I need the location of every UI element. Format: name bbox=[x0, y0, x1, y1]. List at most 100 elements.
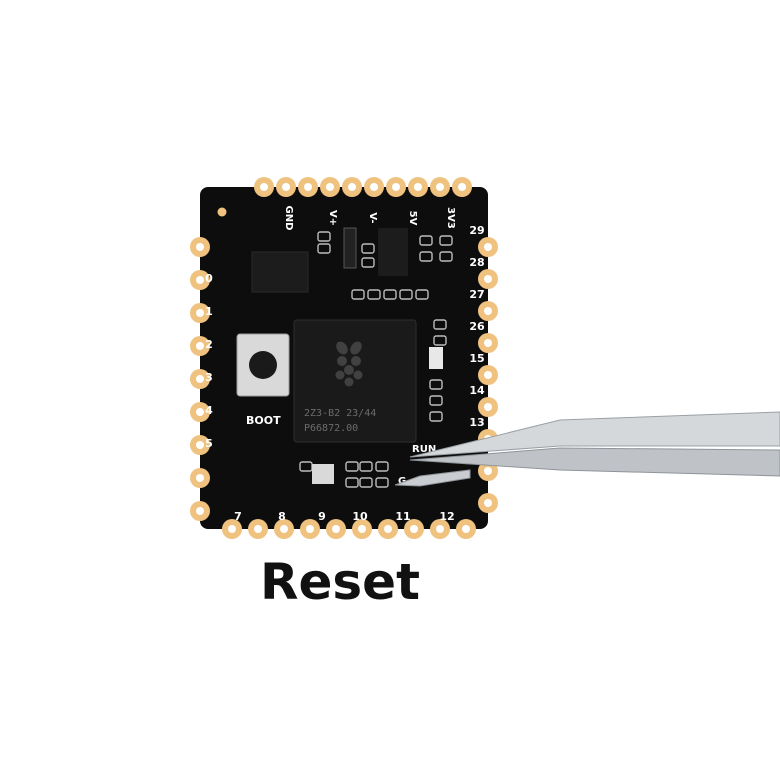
component bbox=[378, 228, 408, 276]
pin-label: V+ bbox=[327, 210, 338, 226]
passive-component bbox=[367, 289, 381, 300]
pin-hole bbox=[484, 499, 492, 507]
pin-hole bbox=[196, 276, 204, 284]
passive-component bbox=[351, 289, 365, 300]
caption: Reset bbox=[260, 553, 420, 611]
pin-label: 29 bbox=[469, 224, 484, 237]
pin-label: 11 bbox=[395, 510, 410, 523]
pin-hole bbox=[484, 339, 492, 347]
pin-hole bbox=[260, 183, 268, 191]
pin-hole bbox=[196, 309, 204, 317]
pin-label: 15 bbox=[469, 352, 484, 365]
passive-component bbox=[359, 477, 373, 488]
passive-component bbox=[345, 477, 359, 488]
pin-hole bbox=[484, 403, 492, 411]
pin-hole bbox=[436, 525, 444, 533]
run-label: RUN bbox=[412, 444, 436, 455]
g-label: G bbox=[398, 476, 406, 487]
passive-component bbox=[375, 477, 389, 488]
pin-hole bbox=[196, 408, 204, 416]
main-chip bbox=[293, 319, 417, 443]
pin-hole bbox=[326, 183, 334, 191]
pin-label: 28 bbox=[469, 256, 484, 269]
passive-component bbox=[419, 235, 433, 246]
passive-component bbox=[375, 461, 389, 472]
pin-label: 0 bbox=[205, 272, 213, 285]
pin-hole bbox=[348, 183, 356, 191]
pin-hole bbox=[196, 375, 204, 383]
pin-hole bbox=[392, 183, 400, 191]
chip-text-line-1: 2Z3-B2 23/44 bbox=[304, 408, 376, 419]
passive-component bbox=[415, 289, 429, 300]
pin-label: 12 bbox=[439, 510, 454, 523]
passive-component bbox=[317, 243, 331, 254]
pin-hole bbox=[370, 183, 378, 191]
passive-component bbox=[433, 335, 447, 346]
passive-component bbox=[383, 289, 397, 300]
passive-component bbox=[359, 461, 373, 472]
pin-label: 13 bbox=[469, 416, 484, 429]
passive-component bbox=[345, 461, 359, 472]
pin-hole bbox=[484, 371, 492, 379]
pin-hole bbox=[484, 275, 492, 283]
pin-hole bbox=[436, 183, 444, 191]
pin-label: 5V bbox=[407, 211, 418, 226]
pin-hole bbox=[196, 243, 204, 251]
pin-hole bbox=[458, 183, 466, 191]
pin-hole bbox=[414, 183, 422, 191]
pin-hole bbox=[484, 307, 492, 315]
pin-label: 10 bbox=[352, 510, 368, 523]
passive-component bbox=[439, 251, 453, 262]
tweezers-icon bbox=[394, 411, 780, 487]
pin-hole bbox=[254, 525, 262, 533]
led bbox=[429, 347, 443, 369]
passive-component bbox=[439, 235, 453, 246]
raspberry-logo-icon bbox=[335, 341, 363, 387]
pin-label: 3V3 bbox=[445, 207, 456, 229]
pin-hole bbox=[282, 183, 290, 191]
chip-text-line-2: P66872.00 bbox=[304, 423, 358, 434]
pin-label: 27 bbox=[469, 288, 484, 301]
pin-label: 5 bbox=[205, 437, 213, 450]
pin-label: 7 bbox=[234, 510, 242, 523]
pin-label: 8 bbox=[278, 510, 286, 523]
pin-hole bbox=[196, 474, 204, 482]
pin-label: 9 bbox=[318, 510, 326, 523]
pin-label: 14 bbox=[469, 384, 485, 397]
boot-label: BOOT bbox=[246, 414, 281, 427]
pin-hole bbox=[462, 525, 470, 533]
pin-label: V- bbox=[367, 212, 378, 223]
pin-hole bbox=[484, 243, 492, 251]
led bbox=[312, 464, 334, 484]
pin-label: 26 bbox=[469, 320, 485, 333]
boot-button-cap[interactable] bbox=[249, 351, 277, 379]
pin-hole bbox=[332, 525, 340, 533]
passive-component bbox=[361, 257, 375, 268]
pin-label: 3 bbox=[205, 371, 213, 384]
passive-component bbox=[429, 379, 443, 390]
passive-component bbox=[429, 411, 443, 422]
pin-hole bbox=[384, 525, 392, 533]
mounting-hole bbox=[217, 207, 227, 217]
pin-hole bbox=[358, 525, 366, 533]
pin-label: 4 bbox=[205, 404, 213, 417]
passive-component bbox=[419, 251, 433, 262]
pin-hole bbox=[306, 525, 314, 533]
pin-hole bbox=[410, 525, 418, 533]
pin-hole bbox=[280, 525, 288, 533]
pin-hole bbox=[484, 467, 492, 475]
pin-hole bbox=[196, 441, 204, 449]
component bbox=[343, 227, 357, 269]
passive-component bbox=[361, 243, 375, 254]
pin-label: GND bbox=[283, 206, 294, 231]
passive-component bbox=[399, 289, 413, 300]
passive-component bbox=[429, 395, 443, 406]
pin-label: 1 bbox=[205, 305, 213, 318]
pin-hole bbox=[196, 342, 204, 350]
flash-chip bbox=[251, 251, 309, 293]
pin-hole bbox=[304, 183, 312, 191]
passive-component bbox=[317, 231, 331, 242]
pin-hole bbox=[196, 507, 204, 515]
